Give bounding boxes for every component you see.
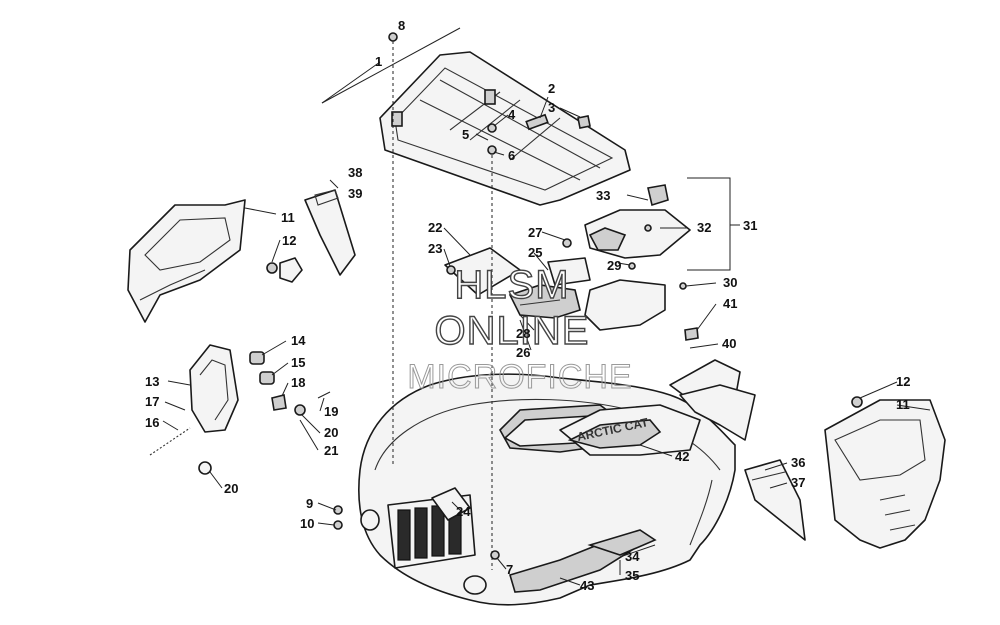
callout-35: 35 bbox=[625, 568, 639, 583]
callout-7: 7 bbox=[506, 562, 513, 577]
leader-lines bbox=[162, 27, 931, 586]
right-headlight bbox=[463, 575, 487, 595]
callout-33: 33 bbox=[596, 188, 610, 203]
callout-20-lower: 20 bbox=[224, 481, 238, 496]
headlight-pod bbox=[189, 344, 239, 433]
callout-30: 30 bbox=[723, 275, 737, 290]
callout-6: 6 bbox=[508, 148, 515, 163]
callout-24: 24 bbox=[456, 504, 471, 519]
callout-40: 40 bbox=[722, 336, 736, 351]
callout-31: 31 bbox=[743, 218, 757, 233]
callout-27: 27 bbox=[528, 225, 542, 240]
rack-mount-left bbox=[484, 89, 496, 105]
left-fender-panel bbox=[127, 199, 246, 323]
grommet-6 bbox=[487, 145, 497, 155]
side-plate-36-37 bbox=[744, 459, 806, 541]
center-bracket bbox=[444, 247, 591, 296]
bolt-9 bbox=[333, 505, 343, 515]
rivet-32 bbox=[644, 224, 652, 232]
right-fender-panel bbox=[824, 399, 946, 549]
callout-36: 36 bbox=[791, 455, 805, 470]
callout-8: 8 bbox=[398, 18, 405, 33]
knob-14 bbox=[249, 351, 265, 365]
grommet-41 bbox=[684, 327, 699, 341]
callout-26: 26 bbox=[516, 345, 530, 360]
callout-1: 1 bbox=[375, 54, 382, 69]
screw-29 bbox=[628, 262, 636, 270]
bolt-8 bbox=[388, 32, 398, 42]
callout-22: 22 bbox=[428, 220, 442, 235]
callout-37: 37 bbox=[791, 475, 805, 490]
knob-15 bbox=[259, 371, 275, 385]
callout-19: 19 bbox=[324, 404, 338, 419]
watermark-line-1: HLSM bbox=[454, 263, 569, 307]
storage-lid bbox=[584, 184, 691, 259]
callout-4: 4 bbox=[508, 107, 516, 122]
fastener-12-right bbox=[851, 396, 863, 408]
callout-11-left: 11 bbox=[281, 210, 295, 225]
callout-2: 2 bbox=[548, 81, 555, 96]
fastener-12-left bbox=[266, 262, 278, 274]
screw-27 bbox=[562, 238, 572, 248]
nut-3 bbox=[577, 115, 591, 129]
spring-16-17 bbox=[149, 427, 191, 456]
watermark-line-3: MICROFICHE bbox=[407, 358, 632, 396]
hardware bbox=[149, 32, 863, 570]
callout-28: 28 bbox=[516, 326, 530, 341]
left-headlight bbox=[360, 509, 380, 531]
callout-14: 14 bbox=[291, 333, 306, 348]
nut-10 bbox=[333, 520, 343, 530]
callout-41: 41 bbox=[723, 296, 737, 311]
front-body-fender: ARCTIC CAT bbox=[358, 373, 736, 606]
screw-23 bbox=[446, 265, 456, 275]
callout-38: 38 bbox=[348, 165, 362, 180]
lid-latch bbox=[647, 184, 669, 207]
callout-18: 18 bbox=[291, 375, 305, 390]
side-plate-38-39 bbox=[304, 189, 356, 276]
rack-mount-right bbox=[391, 111, 403, 127]
callout-32: 32 bbox=[697, 220, 711, 235]
callout-10: 10 bbox=[300, 516, 314, 531]
callout-12-right: 12 bbox=[896, 374, 910, 389]
front-rack bbox=[379, 51, 631, 206]
callout-23: 23 bbox=[428, 241, 442, 256]
callout-29: 29 bbox=[607, 258, 621, 273]
washer-20-lower bbox=[198, 461, 212, 475]
watermark-line-2: ONLINE bbox=[435, 309, 590, 353]
callout-numbers: 1 2 3 4 5 6 7 8 9 10 11 11 12 12 13 14 1… bbox=[145, 18, 910, 593]
callout-20-upper: 20 bbox=[324, 425, 338, 440]
callout-25: 25 bbox=[528, 245, 542, 260]
callout-9: 9 bbox=[306, 496, 313, 511]
callout-15: 15 bbox=[291, 355, 305, 370]
callout-11-right: 11 bbox=[896, 397, 910, 412]
screw-30 bbox=[679, 282, 687, 290]
nut-18 bbox=[271, 394, 287, 411]
right-side-rail bbox=[679, 384, 756, 441]
callout-43: 43 bbox=[580, 578, 594, 593]
callout-21: 21 bbox=[324, 443, 338, 458]
washer-20 bbox=[294, 404, 306, 416]
callout-3: 3 bbox=[548, 100, 555, 115]
screw-7 bbox=[490, 550, 500, 560]
callout-5: 5 bbox=[462, 127, 469, 142]
callout-39: 39 bbox=[348, 186, 362, 201]
callout-12-left: 12 bbox=[282, 233, 296, 248]
lower-decal-34 bbox=[587, 529, 657, 556]
callout-42: 42 bbox=[675, 449, 689, 464]
callout-17: 17 bbox=[145, 394, 159, 409]
front-plate-24 bbox=[431, 487, 471, 521]
plate-2 bbox=[525, 113, 549, 131]
callout-13: 13 bbox=[145, 374, 159, 389]
watermark: HLSM ONLINE MICROFICHE bbox=[407, 262, 632, 396]
callout-34: 34 bbox=[625, 549, 640, 564]
callout-16: 16 bbox=[145, 415, 159, 430]
lower-decal-43 bbox=[509, 539, 643, 593]
fender-decal bbox=[567, 419, 662, 449]
